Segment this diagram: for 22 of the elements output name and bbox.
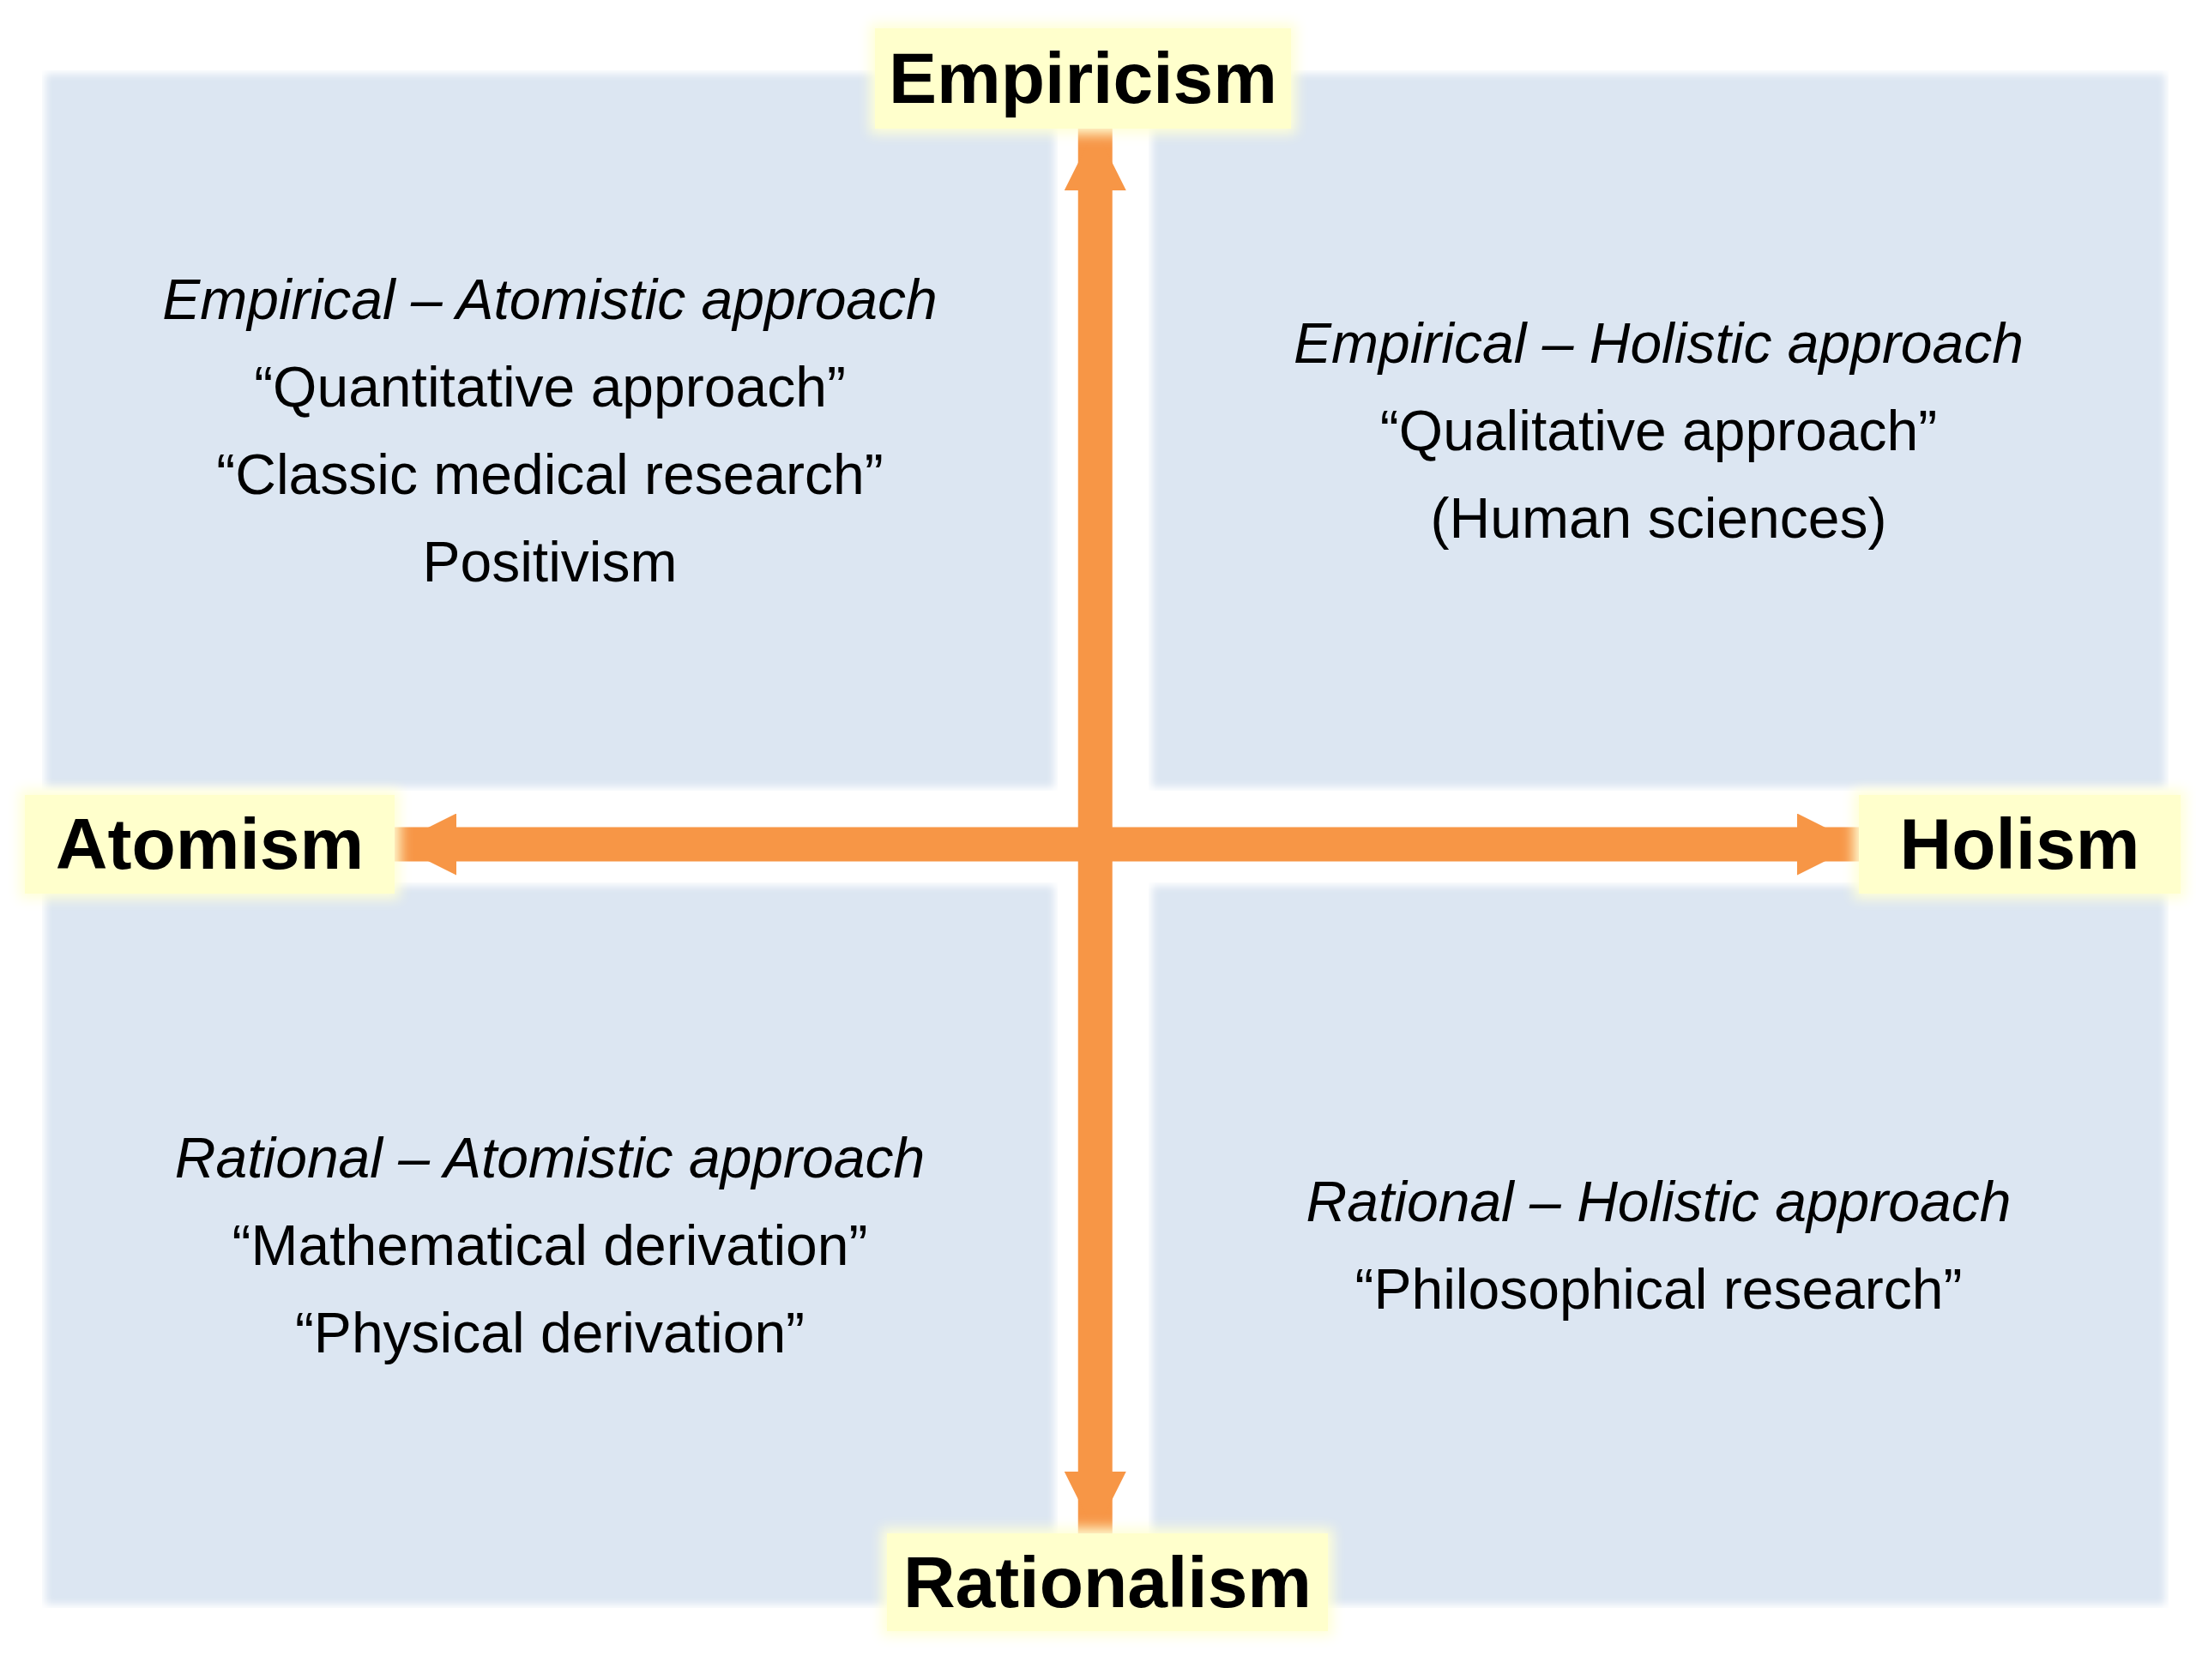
axis-label: Holism [1899,803,2140,886]
quadrant-heading: Empirical – Atomistic approach [162,267,938,333]
quadrant-text: “Classic medical research” [216,442,884,508]
quadrant-text: (Human sciences) [1430,485,1887,551]
quadrant-text: “Qualitative approach” [1379,398,1938,464]
axis-label: Rationalism [902,1540,1312,1624]
quadrant-text: “Quantitative approach” [254,354,846,420]
quadrant-heading: Rational – Atomistic approach [174,1125,926,1191]
quadrant-text: “Physical derivation” [294,1300,805,1366]
quadrant-text: “Mathematical derivation” [232,1213,868,1279]
double-arrow [1064,129,1126,1533]
quadrant-heading: Rational – Holistic approach [1306,1169,2012,1235]
axis-label-box [25,795,395,894]
axis-label: Atomism [55,803,365,886]
quadrant-text: Positivism [422,529,678,595]
quadrant-heading: Empirical – Holistic approach [1294,310,2024,376]
quadrant-text: “Philosophical research” [1354,1256,1963,1322]
axis-label-box [1859,795,2181,894]
axis-label: Empiricism [889,37,1277,120]
axis-label-box [887,1533,1328,1631]
axis-label-box [875,28,1291,129]
double-arrow [395,813,1859,876]
